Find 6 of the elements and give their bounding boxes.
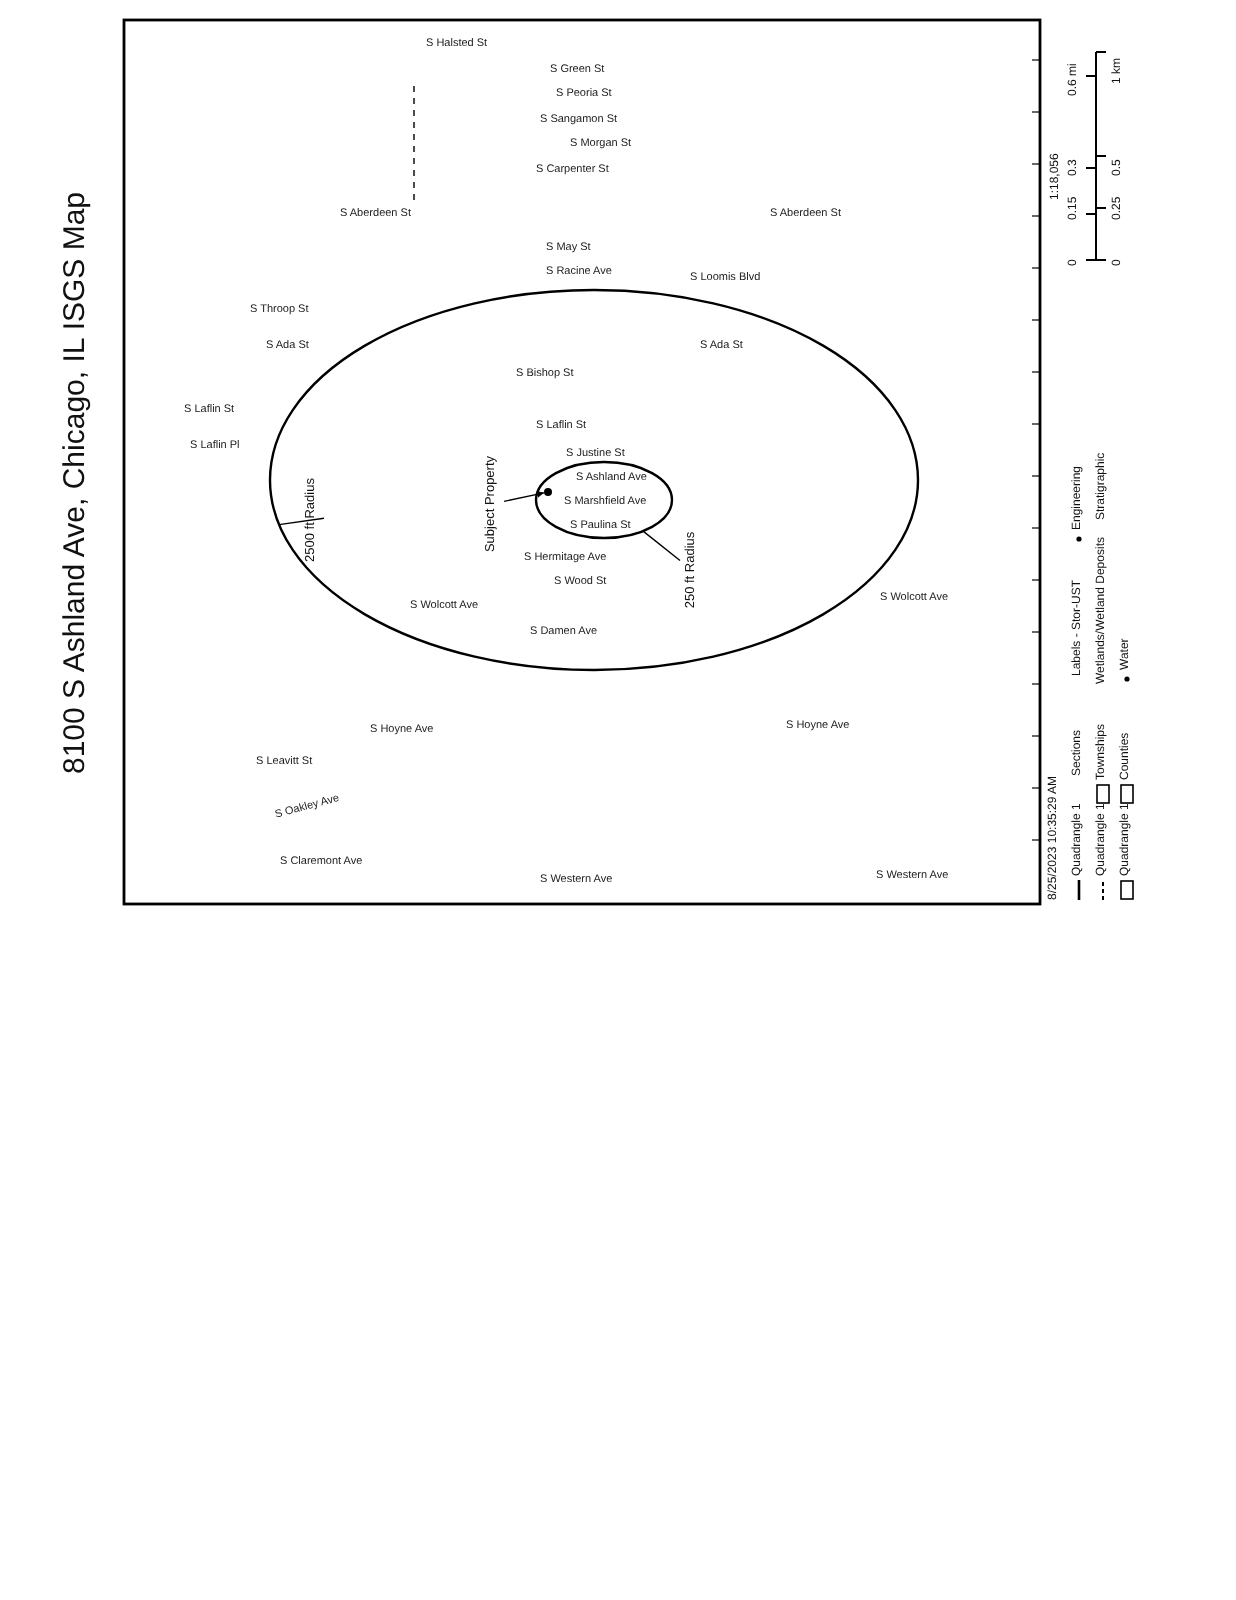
- subject-point-marker: [544, 488, 552, 496]
- map-title: 8100 S Ashland Ave, Chicago, IL ISGS Map: [56, 194, 94, 774]
- radius-ellipse: [536, 462, 672, 538]
- leader-line: [642, 530, 681, 562]
- leader-line: [278, 517, 325, 526]
- leader-arrow: [503, 490, 545, 503]
